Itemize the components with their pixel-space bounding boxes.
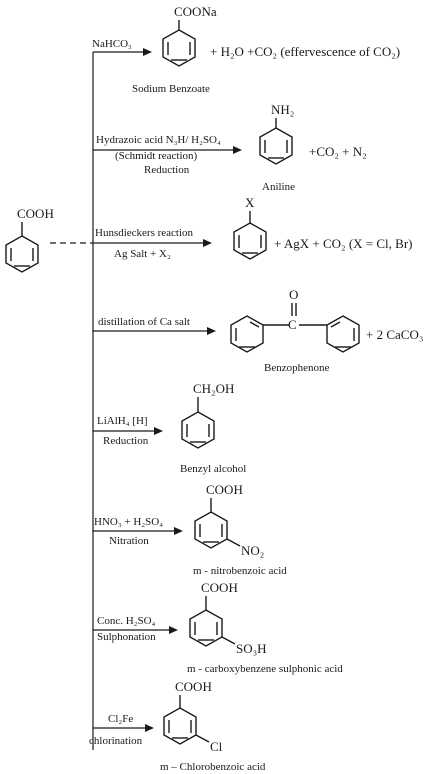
reaction-2-condition: Reduction <box>144 164 190 176</box>
reaction-3-byproducts: + AgX + CO₂ (X = Cl, Br) <box>274 236 412 251</box>
reaction-1-byproducts: + H₂O +CO₂ (effervescence of CO₂) <box>210 44 400 59</box>
reaction-7-product-name: m - carboxybenzene sulphonic acid <box>187 663 343 675</box>
reaction-6-condition: Nitration <box>109 535 149 547</box>
reaction-4-product-group: C <box>288 317 297 332</box>
reaction-8-substituent: Cl <box>210 739 223 754</box>
reaction-2-byproducts: +CO₂ + N₂ <box>309 144 367 159</box>
reaction-3-reagent: Hunsdieckers reaction <box>95 227 194 239</box>
reaction-3-product-group: X <box>245 195 255 210</box>
reaction-6-product-name: m - nitrobenzoic acid <box>193 565 287 577</box>
reaction-7-reagent: Conc. H₂SO₄ <box>97 615 156 627</box>
reaction-1-reagent: NaHCO₃ <box>92 38 132 50</box>
start-group-label: COOH <box>17 206 54 221</box>
reaction-8-condition: chlorination <box>89 735 143 747</box>
reaction-6-reagent: HNO₃ + H₂SO₄ <box>94 516 163 528</box>
reaction-6: HNO₃ + H₂SO₄ Nitration COOH NO₂ m - nitr… <box>93 482 287 577</box>
reaction-6-substituent: NO₂ <box>241 543 264 558</box>
reaction-1: NaHCO₃ COONa Sodium Benzoate + H₂O +CO₂ … <box>92 4 400 95</box>
reaction-5: LiAlH₄ [H] Reduction CH₂OH Benzyl alcoho… <box>93 381 246 475</box>
reaction-5-product-group: CH₂OH <box>193 381 234 396</box>
reaction-2: Hydrazoic acid N₃H/ H₂SO₄ (Schmidt react… <box>93 102 367 193</box>
reaction-7-product-group: COOH <box>201 580 238 595</box>
reaction-8-product-name: m – Chlorobenzoic acid <box>160 761 266 773</box>
reaction-4-reagent: distillation of Ca salt <box>98 316 190 328</box>
reaction-5-product-name: Benzyl alcohol <box>180 463 246 475</box>
reaction-7: Conc. H₂SO₄ Sulphonation COOH SO₃H m - c… <box>93 580 343 675</box>
reaction-1-product-group: COONa <box>174 4 217 19</box>
reaction-8: Cl₂Fe chlorination COOH Cl m – Chloroben… <box>89 679 266 773</box>
reaction-2-product-name: Aniline <box>262 181 295 193</box>
reaction-7-substituent: SO₃H <box>236 641 267 656</box>
reaction-4-product-name: Benzophenone <box>264 362 329 374</box>
carbonyl-oxygen: O <box>289 287 298 302</box>
reaction-8-reagent: Cl₂Fe <box>108 713 133 725</box>
reaction-8-product-group: COOH <box>175 679 212 694</box>
reaction-5-reagent: LiAlH₄ [H] <box>97 415 148 427</box>
reaction-5-condition: Reduction <box>103 435 149 447</box>
reaction-3: Hunsdieckers reaction Ag Salt + X₂ X + A… <box>95 195 412 260</box>
reaction-4: distillation of Ca salt C O Benzophenone… <box>93 287 423 374</box>
reaction-1-product-name: Sodium Benzoate <box>132 83 210 95</box>
reaction-2-product-group: NH₂ <box>271 102 294 117</box>
reaction-2-reagent-line2: (Schmidt reaction) <box>115 150 198 162</box>
benzoic-acid-structure: COOH <box>5 206 54 273</box>
reaction-4-byproducts: + 2 CaCO₃ <box>366 327 423 342</box>
reaction-6-product-group: COOH <box>206 482 243 497</box>
reaction-2-reagent: Hydrazoic acid N₃H/ H₂SO₄ <box>96 134 221 146</box>
reaction-7-condition: Sulphonation <box>97 631 156 643</box>
reaction-3-condition: Ag Salt + X₂ <box>114 248 171 260</box>
